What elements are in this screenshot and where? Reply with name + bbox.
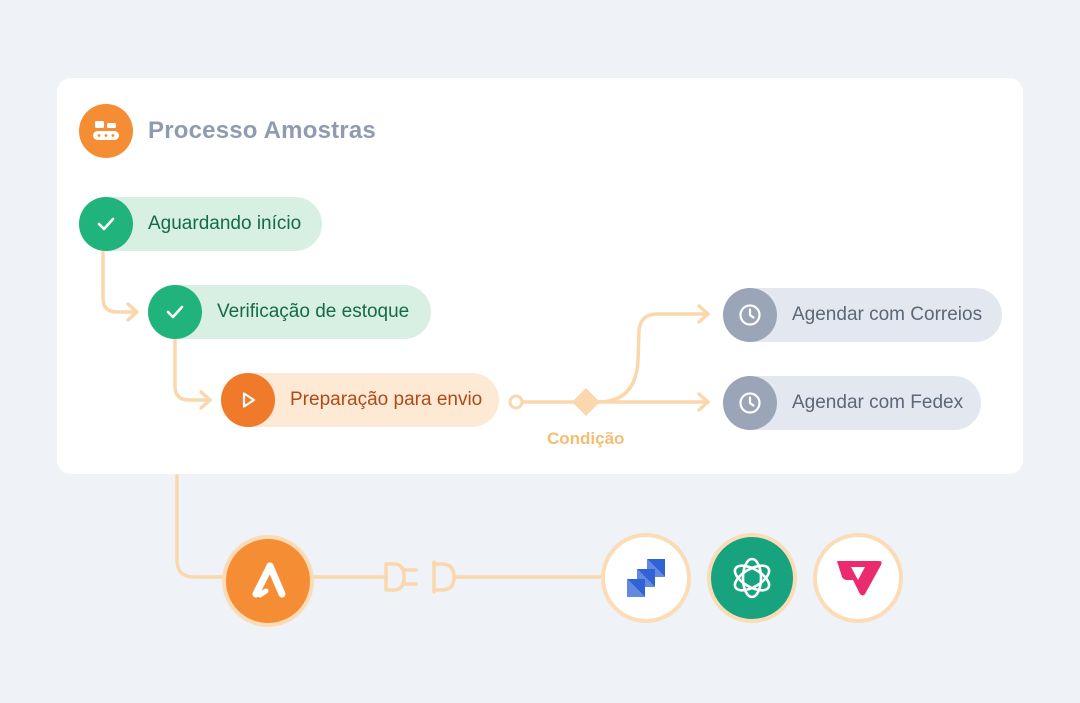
conveyor-icon: [79, 104, 133, 158]
check-icon: [79, 197, 133, 251]
plug-icon: [376, 560, 462, 594]
step-agendar-fedex[interactable]: Agendar com Fedex: [723, 376, 981, 430]
check-icon: [148, 285, 202, 339]
step-label: Agendar com Correios: [792, 304, 983, 325]
step-label: Verificação de estoque: [217, 301, 410, 322]
process-title: Processo Amostras: [148, 117, 376, 144]
conveyor-glyph: [93, 121, 119, 140]
jira-icon[interactable]: [601, 533, 691, 623]
condition-label: Condição: [547, 429, 625, 448]
step-preparacao-envio[interactable]: Preparação para envio: [221, 373, 499, 427]
vtex-icon[interactable]: [813, 533, 903, 623]
openai-icon[interactable]: [707, 533, 797, 623]
clock-icon: [723, 376, 777, 430]
play-icon: [221, 373, 275, 427]
step-aguardando-inicio[interactable]: Aguardando início: [79, 197, 322, 251]
step-label: Agendar com Fedex: [792, 392, 964, 413]
step-label: Aguardando início: [148, 213, 302, 234]
step-agendar-correios[interactable]: Agendar com Correios: [723, 288, 1002, 342]
step-verificacao-estoque[interactable]: Verificação de estoque: [148, 285, 431, 339]
clock-icon: [723, 288, 777, 342]
step-label: Preparação para envio: [290, 389, 483, 410]
app-logo-icon[interactable]: [222, 535, 314, 627]
